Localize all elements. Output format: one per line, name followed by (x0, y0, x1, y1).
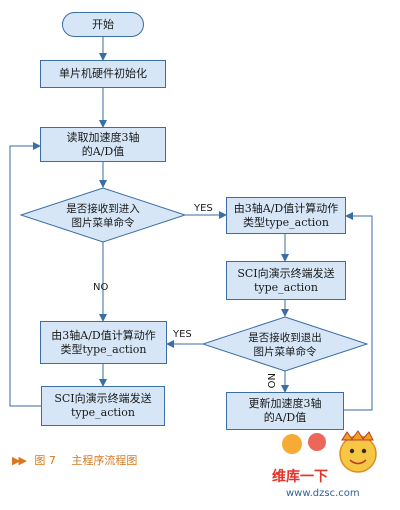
read-ad-line-2: 的A/D值 (81, 144, 125, 158)
caption-arrows-icon: ▶▶ (12, 454, 27, 467)
decision-enter-line-2: 图片菜单命令 (71, 217, 135, 229)
sci-right-line-2: type_action (253, 280, 319, 294)
sci-send-right-node: SCI向演示终端发送 type_action (226, 261, 346, 300)
sci-left-line-2: type_action (70, 406, 136, 419)
watermark-url: www.dzsc.com (286, 488, 360, 499)
calc-right-line-2: 类型type_action (242, 215, 330, 229)
no-exit-label: NO (265, 373, 276, 389)
read-ad-line-1: 读取加速度3轴 (66, 130, 140, 144)
caption-figure-number: 图 7 (34, 454, 56, 467)
read-ad-node: 读取加速度3轴 的A/D值 (40, 127, 166, 162)
update-ad-node: 更新加速度3轴 的A/D值 (226, 392, 344, 430)
yes-exit-label: YES (173, 329, 192, 340)
edge-sci-left-loop (9, 142, 41, 407)
no-enter-label: NO (93, 282, 109, 293)
start-label: 开始 (92, 17, 114, 31)
init-node: 单片机硬件初始化 (40, 60, 166, 88)
watermark-brand: 维库一下 (272, 469, 328, 485)
update-line-2: 的A/D值 (263, 411, 307, 424)
sci-right-line-1: SCI向演示终端发送 (237, 266, 335, 280)
calc-right-line-1: 由3轴A/D值计算动作 (233, 201, 339, 215)
decision-enter-line-1: 是否接收到进入 (66, 203, 140, 215)
edge-update-loop (344, 212, 373, 411)
decision-exit-line-1: 是否接收到退出 (248, 332, 322, 344)
decision-exit-text: 是否接收到退出 图片菜单命令 (223, 330, 347, 360)
watermark-logo-icon (282, 430, 377, 473)
calc-action-left-node: 由3轴A/D值计算动作 类型type_action (40, 321, 167, 364)
update-line-1: 更新加速度3轴 (248, 397, 322, 410)
init-label: 单片机硬件初始化 (59, 67, 147, 80)
caption-title: 主程序流程图 (71, 454, 138, 467)
decision-exit-line-2: 图片菜单命令 (253, 346, 317, 358)
figure-caption: ▶▶ 图 7 主程序流程图 (12, 452, 137, 468)
calc-action-right-node: 由3轴A/D值计算动作 类型type_action (226, 197, 346, 234)
calc-left-line-1: 由3轴A/D值计算动作 (51, 328, 156, 342)
sci-left-line-1: SCI向演示终端发送 (54, 392, 152, 405)
calc-left-line-2: 类型type_action (60, 342, 147, 356)
start-node: 开始 (62, 12, 144, 37)
decision-enter-text: 是否接收到进入 图片菜单命令 (41, 201, 165, 231)
sci-send-left-node: SCI向演示终端发送 type_action (41, 386, 165, 426)
yes-enter-label: YES (194, 203, 213, 214)
